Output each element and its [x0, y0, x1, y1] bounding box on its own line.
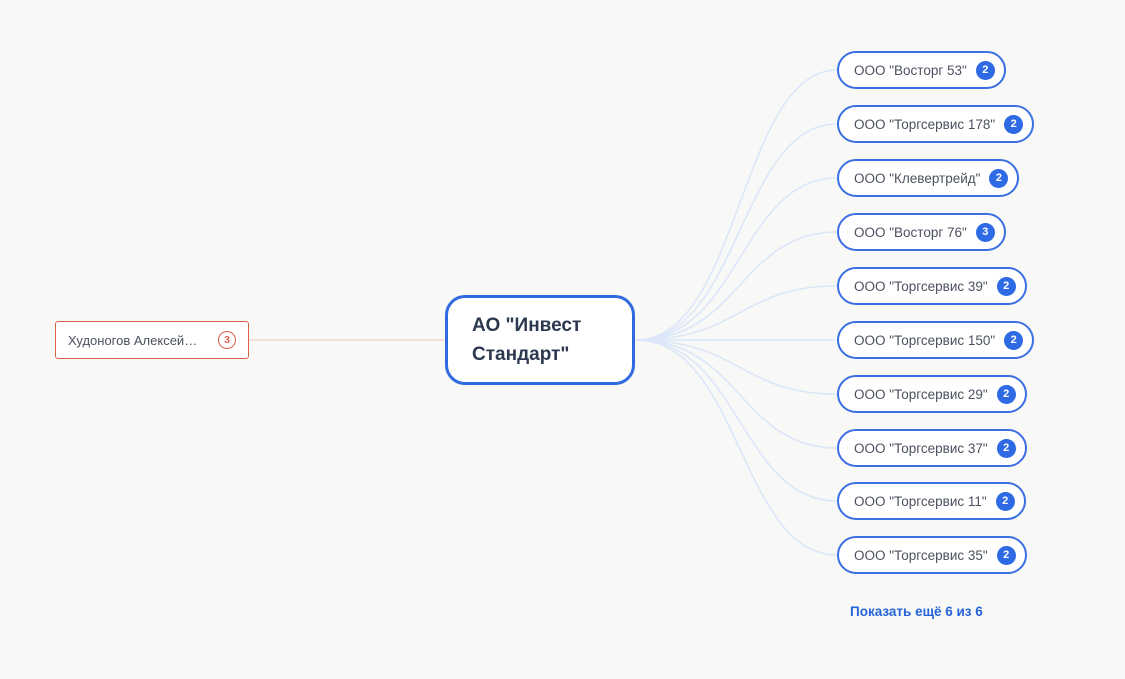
- company-node-count-badge: 2: [996, 438, 1016, 458]
- company-node-label: ООО "Торгсервис 11": [854, 493, 987, 509]
- company-node[interactable]: ООО "Торгсервис 11" 2: [837, 482, 1026, 520]
- company-node-count-badge: 2: [995, 491, 1015, 511]
- company-node-count-badge: 2: [996, 545, 1016, 565]
- company-node-count-badge: 2: [996, 276, 1016, 296]
- company-node[interactable]: ООО "Торгсервис 35" 2: [837, 536, 1027, 574]
- company-node-count-badge: 2: [975, 60, 995, 80]
- root-company-node[interactable]: АО "Инвест Стандарт": [445, 295, 635, 385]
- person-node-label: Худоногов Алексей…: [68, 332, 198, 348]
- company-node[interactable]: ООО "Торгсервис 150" 2: [837, 321, 1035, 359]
- company-node-label: ООО "Торгсервис 35": [854, 547, 988, 563]
- company-node-count-badge: 2: [1004, 114, 1024, 134]
- company-node-count-badge: 3: [975, 222, 995, 242]
- connector-right-fan: [635, 69, 838, 556]
- company-node[interactable]: ООО "Клевертрейд" 2: [837, 159, 1020, 197]
- company-node[interactable]: ООО "Восторг 53" 2: [837, 51, 1006, 89]
- company-node[interactable]: ООО "Торгсервис 29" 2: [837, 375, 1027, 413]
- company-node-count-badge: 2: [989, 168, 1009, 188]
- company-node-label: ООО "Восторг 53": [854, 62, 967, 78]
- show-more-link[interactable]: Показать ещё 6 из 6: [850, 604, 983, 619]
- company-node-label: ООО "Торгсервис 178": [854, 116, 996, 132]
- company-node-label: ООО "Торгсервис 150": [854, 332, 996, 348]
- company-node[interactable]: ООО "Восторг 76" 3: [837, 213, 1006, 251]
- company-node-label: ООО "Восторг 76": [854, 224, 967, 240]
- company-node[interactable]: ООО "Торгсервис 178" 2: [837, 105, 1035, 143]
- person-node[interactable]: Худоногов Алексей… 3: [55, 321, 249, 359]
- company-node[interactable]: ООО "Торгсервис 39" 2: [837, 267, 1027, 305]
- company-node-label: ООО "Клевертрейд": [854, 170, 981, 186]
- company-node-label: ООО "Торгсервис 29": [854, 386, 988, 402]
- company-node[interactable]: ООО "Торгсервис 37" 2: [837, 429, 1027, 467]
- company-node-count-badge: 2: [1004, 330, 1024, 350]
- company-node-label: ООО "Торгсервис 39": [854, 278, 988, 294]
- company-node-count-badge: 2: [996, 384, 1016, 404]
- person-node-count-badge: 3: [218, 331, 236, 349]
- company-node-label: ООО "Торгсервис 37": [854, 440, 988, 456]
